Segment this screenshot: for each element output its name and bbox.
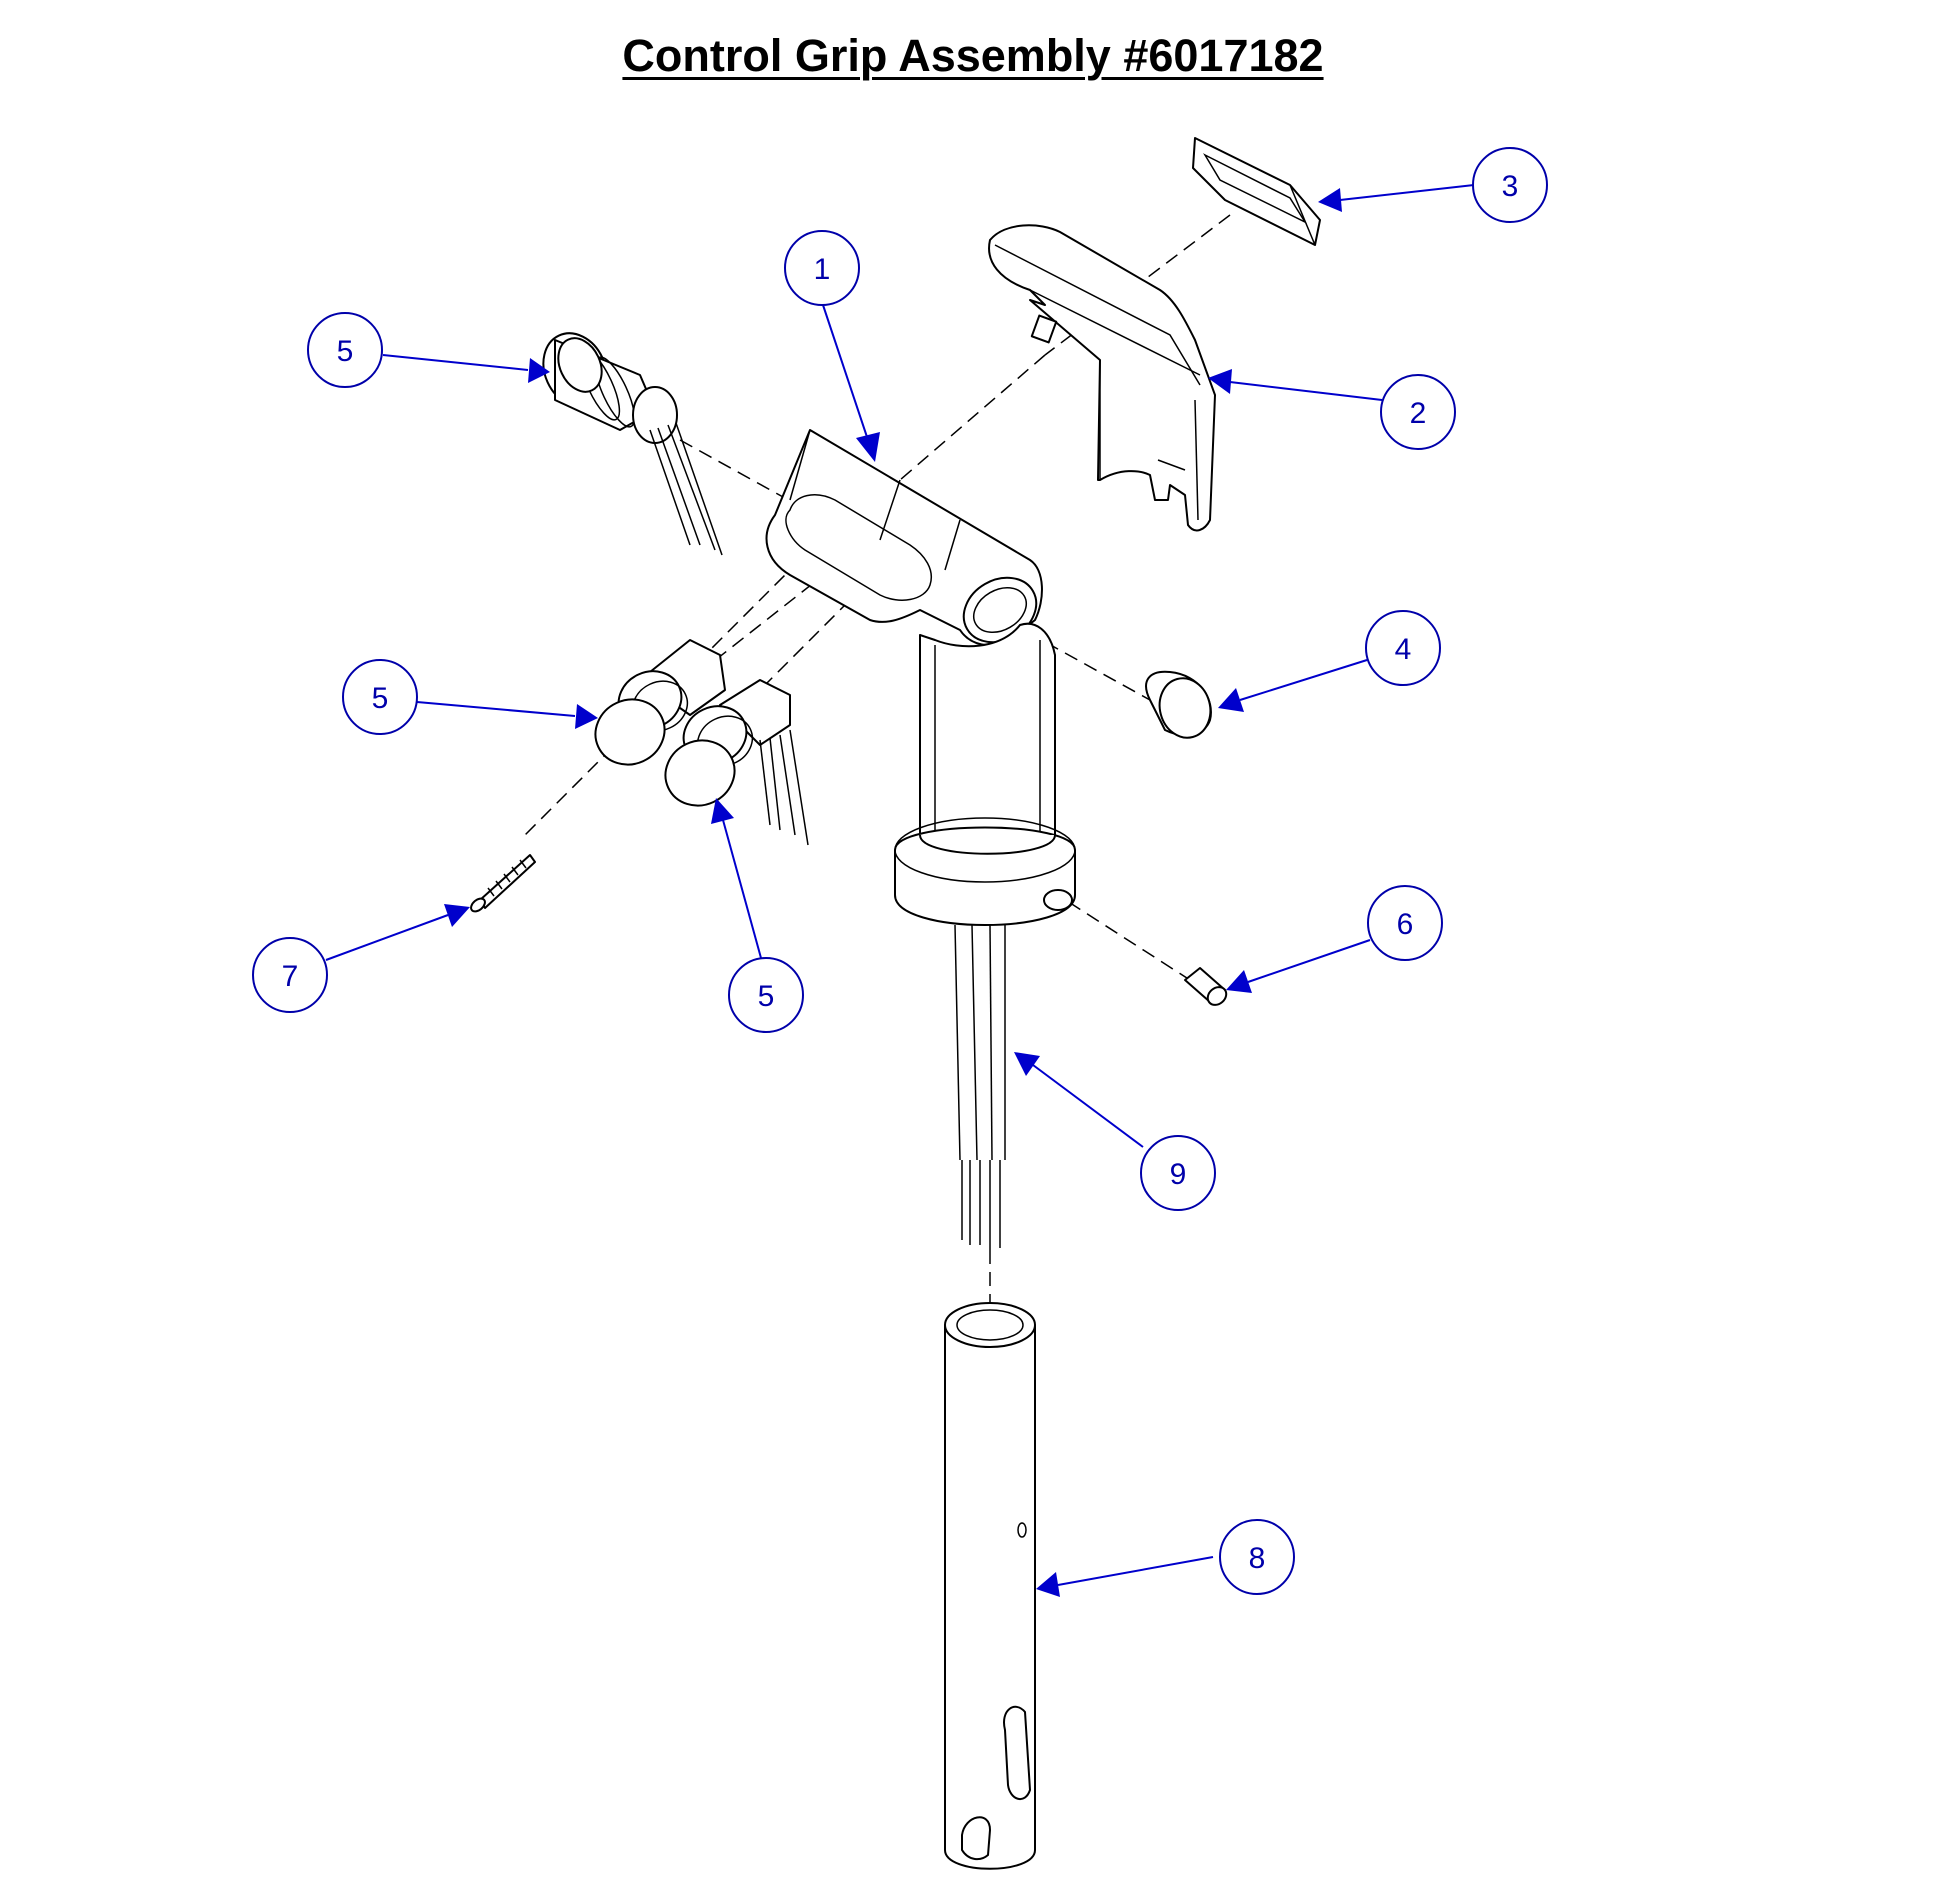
callout-8: 8 <box>1219 1519 1295 1595</box>
callout-9: 9 <box>1140 1135 1216 1211</box>
callout-9-label: 9 <box>1170 1158 1187 1191</box>
callout-5-bottom: 5 <box>728 957 804 1033</box>
callout-6: 6 <box>1367 885 1443 961</box>
part-8-tube <box>944 1302 1036 1870</box>
callout-leaders <box>325 184 1475 1597</box>
part-6-set-screw <box>1184 967 1228 1006</box>
part-1-handle-housing <box>765 429 1043 647</box>
part-2-trigger-paddle <box>988 224 1216 532</box>
callout-8-label: 8 <box>1249 1542 1266 1575</box>
part-3-end-cap <box>1192 137 1321 246</box>
part-5-button-cluster <box>594 639 809 846</box>
part-4-round-cap <box>1145 670 1212 739</box>
part-7-screw <box>470 854 536 913</box>
callout-2-label: 2 <box>1410 397 1427 430</box>
callout-1-label: 1 <box>814 253 831 286</box>
callout-5-top: 5 <box>307 312 383 388</box>
callout-5-middle: 5 <box>342 659 418 735</box>
callout-5-bottom-label: 5 <box>758 980 775 1013</box>
callout-2: 2 <box>1380 374 1456 450</box>
part-9-wire-harness <box>954 924 1006 1250</box>
callout-5-middle-label: 5 <box>372 682 389 715</box>
callout-7-label: 7 <box>282 960 299 993</box>
callout-1: 1 <box>784 230 860 306</box>
diagram-title: Control Grip Assembly #6017182 <box>622 30 1324 81</box>
callout-5-top-label: 5 <box>337 335 354 368</box>
callout-3: 3 <box>1472 147 1548 223</box>
part-5-button-top <box>542 332 723 556</box>
callout-6-label: 6 <box>1397 908 1414 941</box>
callout-4-label: 4 <box>1395 633 1412 666</box>
callout-4: 4 <box>1365 610 1441 686</box>
callout-7: 7 <box>252 937 328 1013</box>
callout-3-label: 3 <box>1502 170 1519 203</box>
grip-column <box>894 622 1076 926</box>
